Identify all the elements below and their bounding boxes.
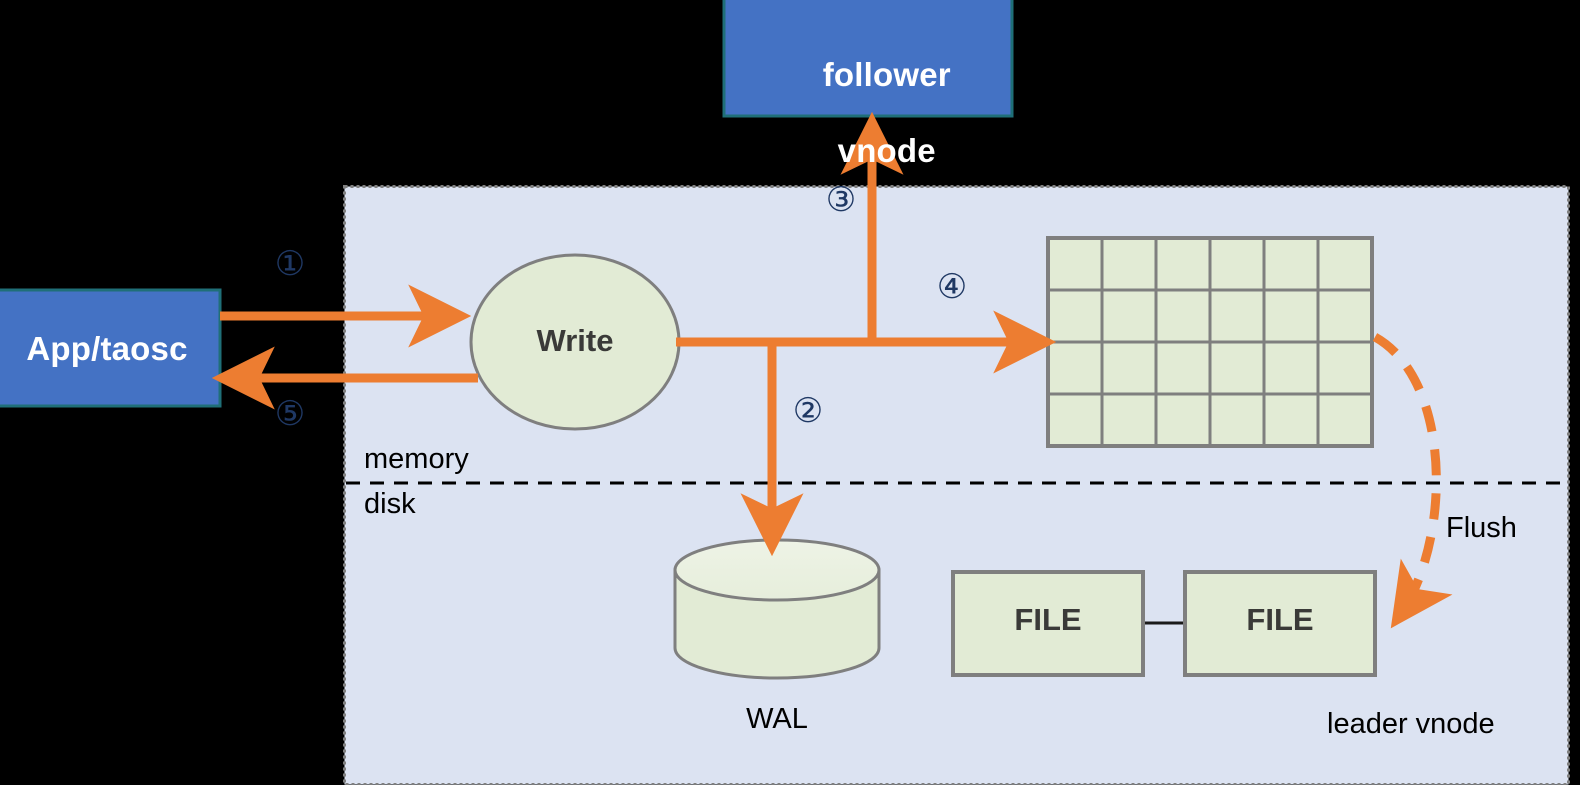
wal-cylinder[interactable] <box>673 538 881 680</box>
arrow-flush <box>1372 333 1453 629</box>
follower-vnode-label: follower vnode <box>724 18 1012 208</box>
wal-label: WAL <box>746 703 808 735</box>
step-number-3: ③ <box>825 181 857 219</box>
file-box-right[interactable] <box>1183 570 1377 677</box>
file-box-left[interactable] <box>951 570 1145 677</box>
follower-vnode-label-line2: vnode <box>837 131 936 169</box>
app-taosc-box[interactable] <box>0 288 222 408</box>
disk-label: disk <box>364 488 416 520</box>
step-number-1: ① <box>274 245 306 283</box>
memtable-grid[interactable] <box>1046 236 1374 448</box>
step-number-2: ② <box>792 392 824 430</box>
follower-vnode-box[interactable] <box>722 0 1014 118</box>
app-taosc-label: App/taosc <box>26 330 188 367</box>
step-number-4: ④ <box>936 268 968 306</box>
file-box-right-label: FILE <box>1246 602 1314 637</box>
write-node-label: Write <box>536 323 614 358</box>
memory-label: memory <box>364 443 469 475</box>
file-box-left-label: FILE <box>1014 602 1082 637</box>
follower-vnode-label-line1: follower <box>822 55 951 93</box>
flush-label: Flush <box>1446 512 1517 544</box>
step-number-5: ⑤ <box>274 395 306 433</box>
leader-vnode-label: leader vnode <box>1327 708 1495 740</box>
